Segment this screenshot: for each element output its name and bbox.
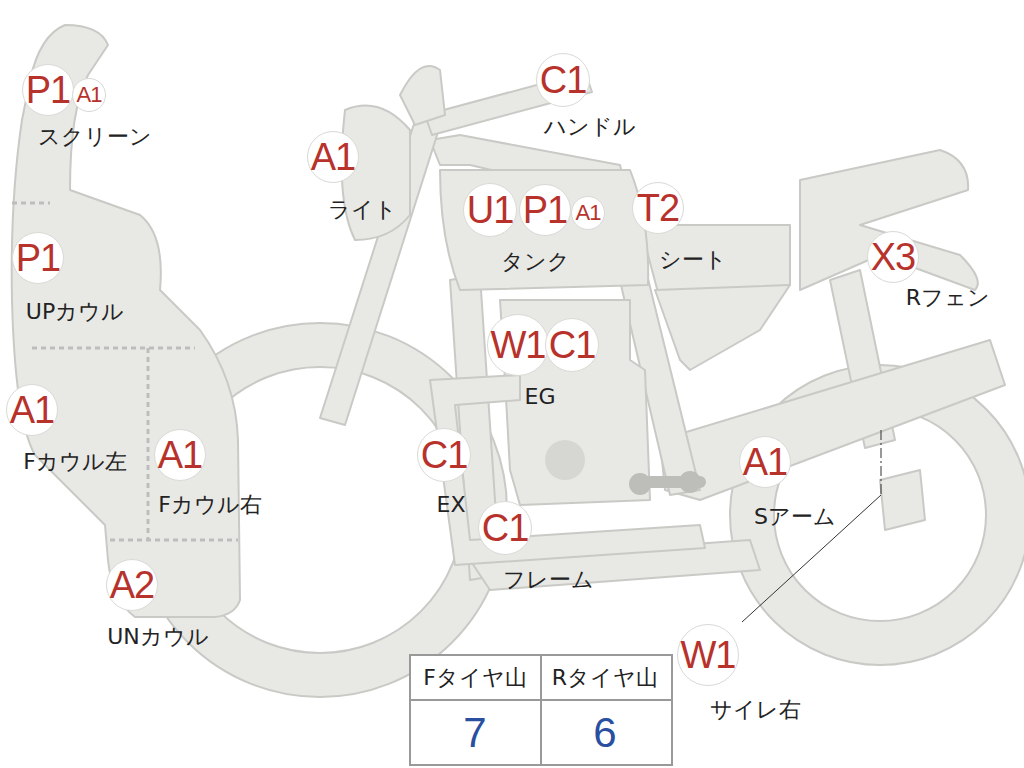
callout-code: A2: [110, 566, 154, 604]
seat-cowl: [800, 150, 978, 290]
part-name: UNカウル: [107, 625, 209, 649]
callout-code: P1: [26, 71, 70, 109]
part-name: ハンドル: [544, 115, 636, 139]
table-cell: Rタイヤ山: [552, 666, 658, 690]
callout-circle: X3: [867, 231, 919, 283]
engine-cover: [545, 440, 585, 480]
part-name: Sアーム: [754, 505, 836, 529]
drawing-part: [410, 655, 672, 765]
footrest-end: [629, 473, 651, 495]
callout-circle: U1: [463, 183, 517, 237]
part-name: タンク: [501, 250, 570, 274]
table-cell: Fタイヤ山: [423, 666, 527, 690]
part-name: Fカウル右: [158, 493, 262, 517]
drawing-part: [32, 347, 195, 350]
callout-code: A1: [576, 202, 601, 224]
part-name: Rフェン: [906, 286, 990, 310]
callout-code: A1: [311, 138, 355, 176]
part-name: Fカウル左: [23, 450, 127, 474]
part-name: スクリーン: [38, 125, 152, 149]
part-name: シート: [659, 248, 727, 272]
callout-code: A1: [77, 84, 102, 106]
callout-code: A1: [158, 436, 202, 474]
callout-circle: A1: [72, 78, 106, 112]
part-name: フレーム: [503, 568, 594, 592]
callout-code: P1: [16, 239, 60, 277]
table-cell: 7: [463, 710, 486, 756]
drawing-part: [12, 202, 50, 205]
part-name: EX: [437, 493, 466, 517]
part-name: ライト: [328, 198, 397, 222]
callout-code: C1: [421, 436, 468, 474]
callout-circle: C1: [545, 318, 599, 372]
drawing-part: [12, 25, 1008, 675]
leader-line: [742, 495, 881, 622]
part-name: UPカウル: [26, 300, 124, 324]
callout-circle: P1: [12, 232, 64, 284]
callout-circle: A1: [739, 436, 791, 488]
callout-circle: C1: [536, 53, 590, 107]
front-cowl: [12, 25, 240, 617]
exhaust: [430, 375, 705, 565]
fuel-tank: [440, 170, 648, 290]
callout-code: A1: [743, 443, 787, 481]
axle-plate: [880, 470, 925, 530]
drawing-part: [540, 655, 542, 765]
callout-circle: A1: [307, 131, 359, 183]
callout-code: W1: [681, 636, 736, 674]
callout-code: P1: [523, 191, 567, 229]
callout-code: C1: [482, 509, 529, 547]
part-name: サイレ右: [710, 698, 801, 722]
callout-circle: A2: [106, 559, 158, 611]
callout-code: C1: [540, 61, 587, 99]
callout-circle: T2: [632, 182, 684, 234]
callout-code: W1: [491, 326, 546, 364]
callout-code: U1: [467, 191, 514, 229]
callout-circle: C1: [478, 501, 532, 555]
cowl-divisions: [12, 203, 238, 540]
callout-circle: P1: [22, 64, 74, 116]
callout-circle: A1: [571, 196, 605, 230]
callout-circle: A1: [154, 429, 206, 481]
callout-circle: W1: [487, 314, 549, 376]
callout-circle: P1: [519, 184, 571, 236]
drawing-part: [147, 348, 150, 540]
part-name: EG: [525, 385, 556, 409]
mirror: [400, 66, 445, 125]
callout-code: T2: [637, 189, 679, 227]
footrest-end: [679, 471, 701, 493]
side-cover: [655, 285, 790, 370]
callout-code: A1: [10, 391, 54, 429]
swing-arm: [660, 340, 1005, 500]
callout-circle: A1: [6, 384, 58, 436]
table-cell: 6: [593, 710, 616, 756]
callout-code: X3: [871, 238, 915, 276]
callout-code: C1: [549, 326, 596, 364]
callout-circle: W1: [677, 624, 739, 686]
drawing-part: [110, 539, 238, 542]
center-line: [881, 430, 882, 495]
callout-circle: C1: [417, 428, 471, 482]
tire-table: [410, 655, 672, 765]
drawing-part: [410, 699, 672, 701]
